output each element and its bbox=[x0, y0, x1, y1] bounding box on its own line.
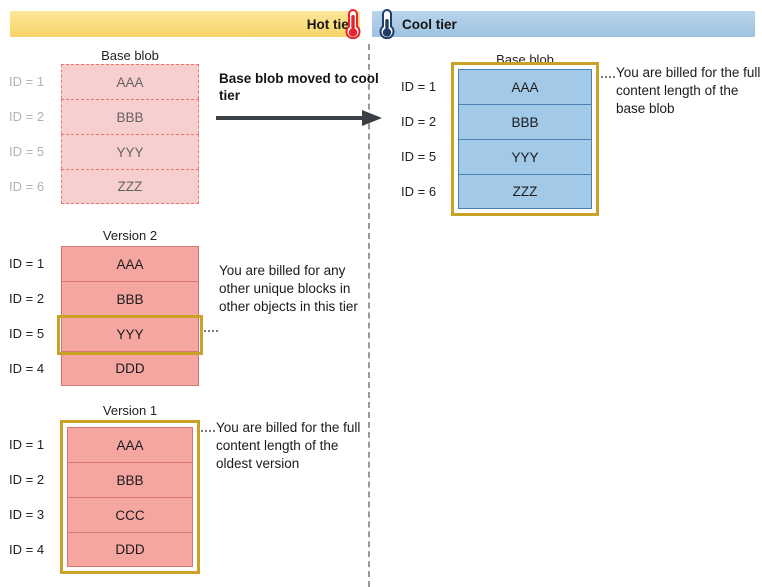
hot-base-blob-title: Base blob bbox=[101, 48, 159, 63]
block-name: BBB bbox=[116, 109, 144, 125]
block-name: YYY bbox=[116, 326, 144, 342]
row-id-label: ID = 1 bbox=[401, 79, 437, 94]
row-id-label: ID = 6 bbox=[401, 184, 437, 199]
row-id-label: ID = 1 bbox=[9, 437, 45, 452]
version2-title: Version 2 bbox=[102, 228, 158, 243]
table-row: AAA bbox=[61, 64, 199, 99]
block-name: AAA bbox=[116, 74, 144, 90]
version1-title: Version 1 bbox=[102, 403, 158, 418]
version2-annotation: You are billed for any other unique bloc… bbox=[219, 263, 358, 314]
block-name: BBB bbox=[116, 472, 144, 488]
table-row: AAA bbox=[67, 427, 193, 462]
hot-tier-header: Hot tier bbox=[10, 8, 361, 40]
table-row: YYY bbox=[61, 316, 199, 351]
table-row: YYY bbox=[458, 139, 592, 174]
transition-label: Base blob moved to cool tier bbox=[219, 71, 379, 103]
version1-annotation: You are billed for the full content leng… bbox=[216, 420, 361, 471]
right-arrow-icon bbox=[216, 110, 382, 126]
tier-divider bbox=[368, 44, 370, 587]
leader-line bbox=[204, 330, 218, 332]
thermometer-cool-icon bbox=[376, 7, 398, 41]
table-row: ZZZ bbox=[61, 169, 199, 204]
cool-tier-label: Cool tier bbox=[402, 16, 457, 32]
table-row: AAA bbox=[458, 69, 592, 104]
version1-blob: AAA BBB CCC DDD bbox=[67, 427, 193, 567]
table-row: BBB bbox=[458, 104, 592, 139]
block-name: YYY bbox=[116, 144, 144, 160]
block-name: CCC bbox=[115, 507, 145, 523]
block-name: DDD bbox=[115, 361, 145, 376]
block-name: ZZZ bbox=[512, 184, 538, 199]
row-id-label: ID = 6 bbox=[9, 179, 45, 194]
row-id-label: ID = 2 bbox=[9, 109, 45, 124]
table-row: AAA bbox=[61, 246, 199, 281]
block-name: AAA bbox=[511, 79, 539, 95]
thermometer-hot-icon bbox=[342, 7, 364, 41]
table-row: BBB bbox=[67, 462, 193, 497]
table-row: YYY bbox=[61, 134, 199, 169]
row-id-label: ID = 2 bbox=[9, 291, 45, 306]
row-id-label: ID = 5 bbox=[9, 144, 45, 159]
block-name: BBB bbox=[511, 114, 539, 130]
block-name: DDD bbox=[115, 542, 145, 557]
table-row: CCC bbox=[67, 497, 193, 532]
version2-blob: AAA BBB YYY DDD bbox=[61, 246, 199, 386]
hot-base-blob: AAA BBB YYY ZZZ bbox=[61, 64, 199, 204]
cool-base-blob: AAA BBB YYY ZZZ bbox=[458, 69, 592, 209]
row-id-label: ID = 5 bbox=[401, 149, 437, 164]
row-id-label: ID = 4 bbox=[9, 361, 45, 376]
row-id-label: ID = 2 bbox=[9, 472, 45, 487]
block-name: BBB bbox=[116, 291, 144, 307]
cool-tier-header: Cool tier bbox=[372, 8, 755, 40]
block-name: YYY bbox=[511, 149, 539, 165]
leader-line bbox=[601, 76, 615, 78]
row-id-label: ID = 3 bbox=[9, 507, 45, 522]
hot-tier-label: Hot tier bbox=[306, 16, 354, 32]
row-id-label: ID = 1 bbox=[9, 74, 45, 89]
cool-base-blob-title: Base blob bbox=[496, 52, 554, 67]
table-row: BBB bbox=[61, 281, 199, 316]
table-row: DDD bbox=[67, 532, 193, 567]
row-id-label: ID = 4 bbox=[9, 542, 45, 557]
table-row: ZZZ bbox=[458, 174, 592, 209]
table-row: DDD bbox=[61, 351, 199, 386]
cool-base-blob-annotation: You are billed for the full content leng… bbox=[616, 65, 761, 116]
leader-line bbox=[201, 430, 215, 432]
row-id-label: ID = 1 bbox=[9, 256, 45, 271]
row-id-label: ID = 2 bbox=[401, 114, 437, 129]
row-id-label: ID = 5 bbox=[9, 326, 45, 341]
block-name: AAA bbox=[116, 256, 144, 272]
table-row: BBB bbox=[61, 99, 199, 134]
block-name: ZZZ bbox=[117, 179, 143, 194]
block-name: AAA bbox=[116, 437, 144, 453]
